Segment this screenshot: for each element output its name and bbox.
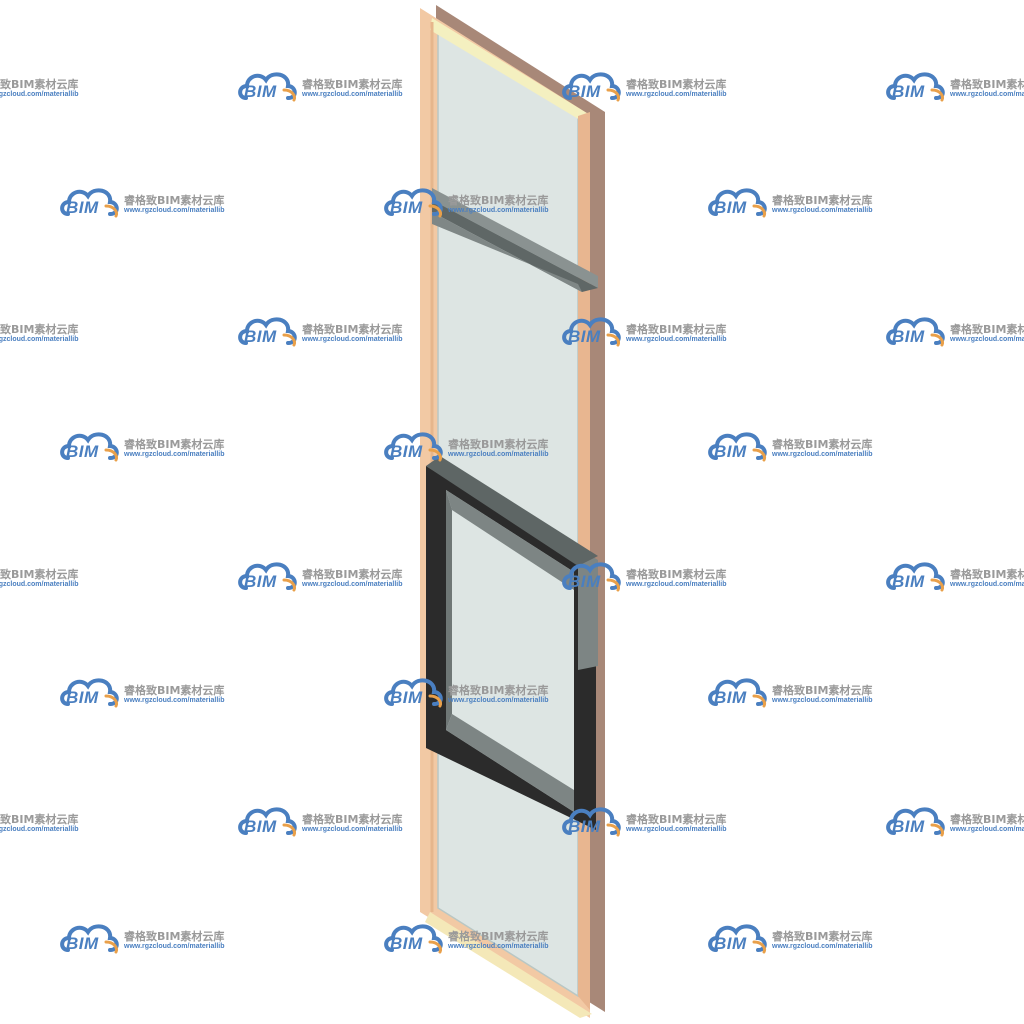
sash-inner-left bbox=[446, 490, 452, 730]
sash-side bbox=[578, 548, 598, 670]
transom-bar-bottom bbox=[432, 212, 582, 292]
transom-bar bbox=[432, 188, 598, 288]
sash-inner-top bbox=[446, 490, 574, 590]
frame-sill bbox=[425, 912, 592, 1018]
sash-top-bevel bbox=[426, 456, 598, 566]
sash-inner-bottom bbox=[446, 714, 574, 812]
frame-head bbox=[430, 18, 590, 120]
transom-bar-face bbox=[432, 200, 598, 292]
